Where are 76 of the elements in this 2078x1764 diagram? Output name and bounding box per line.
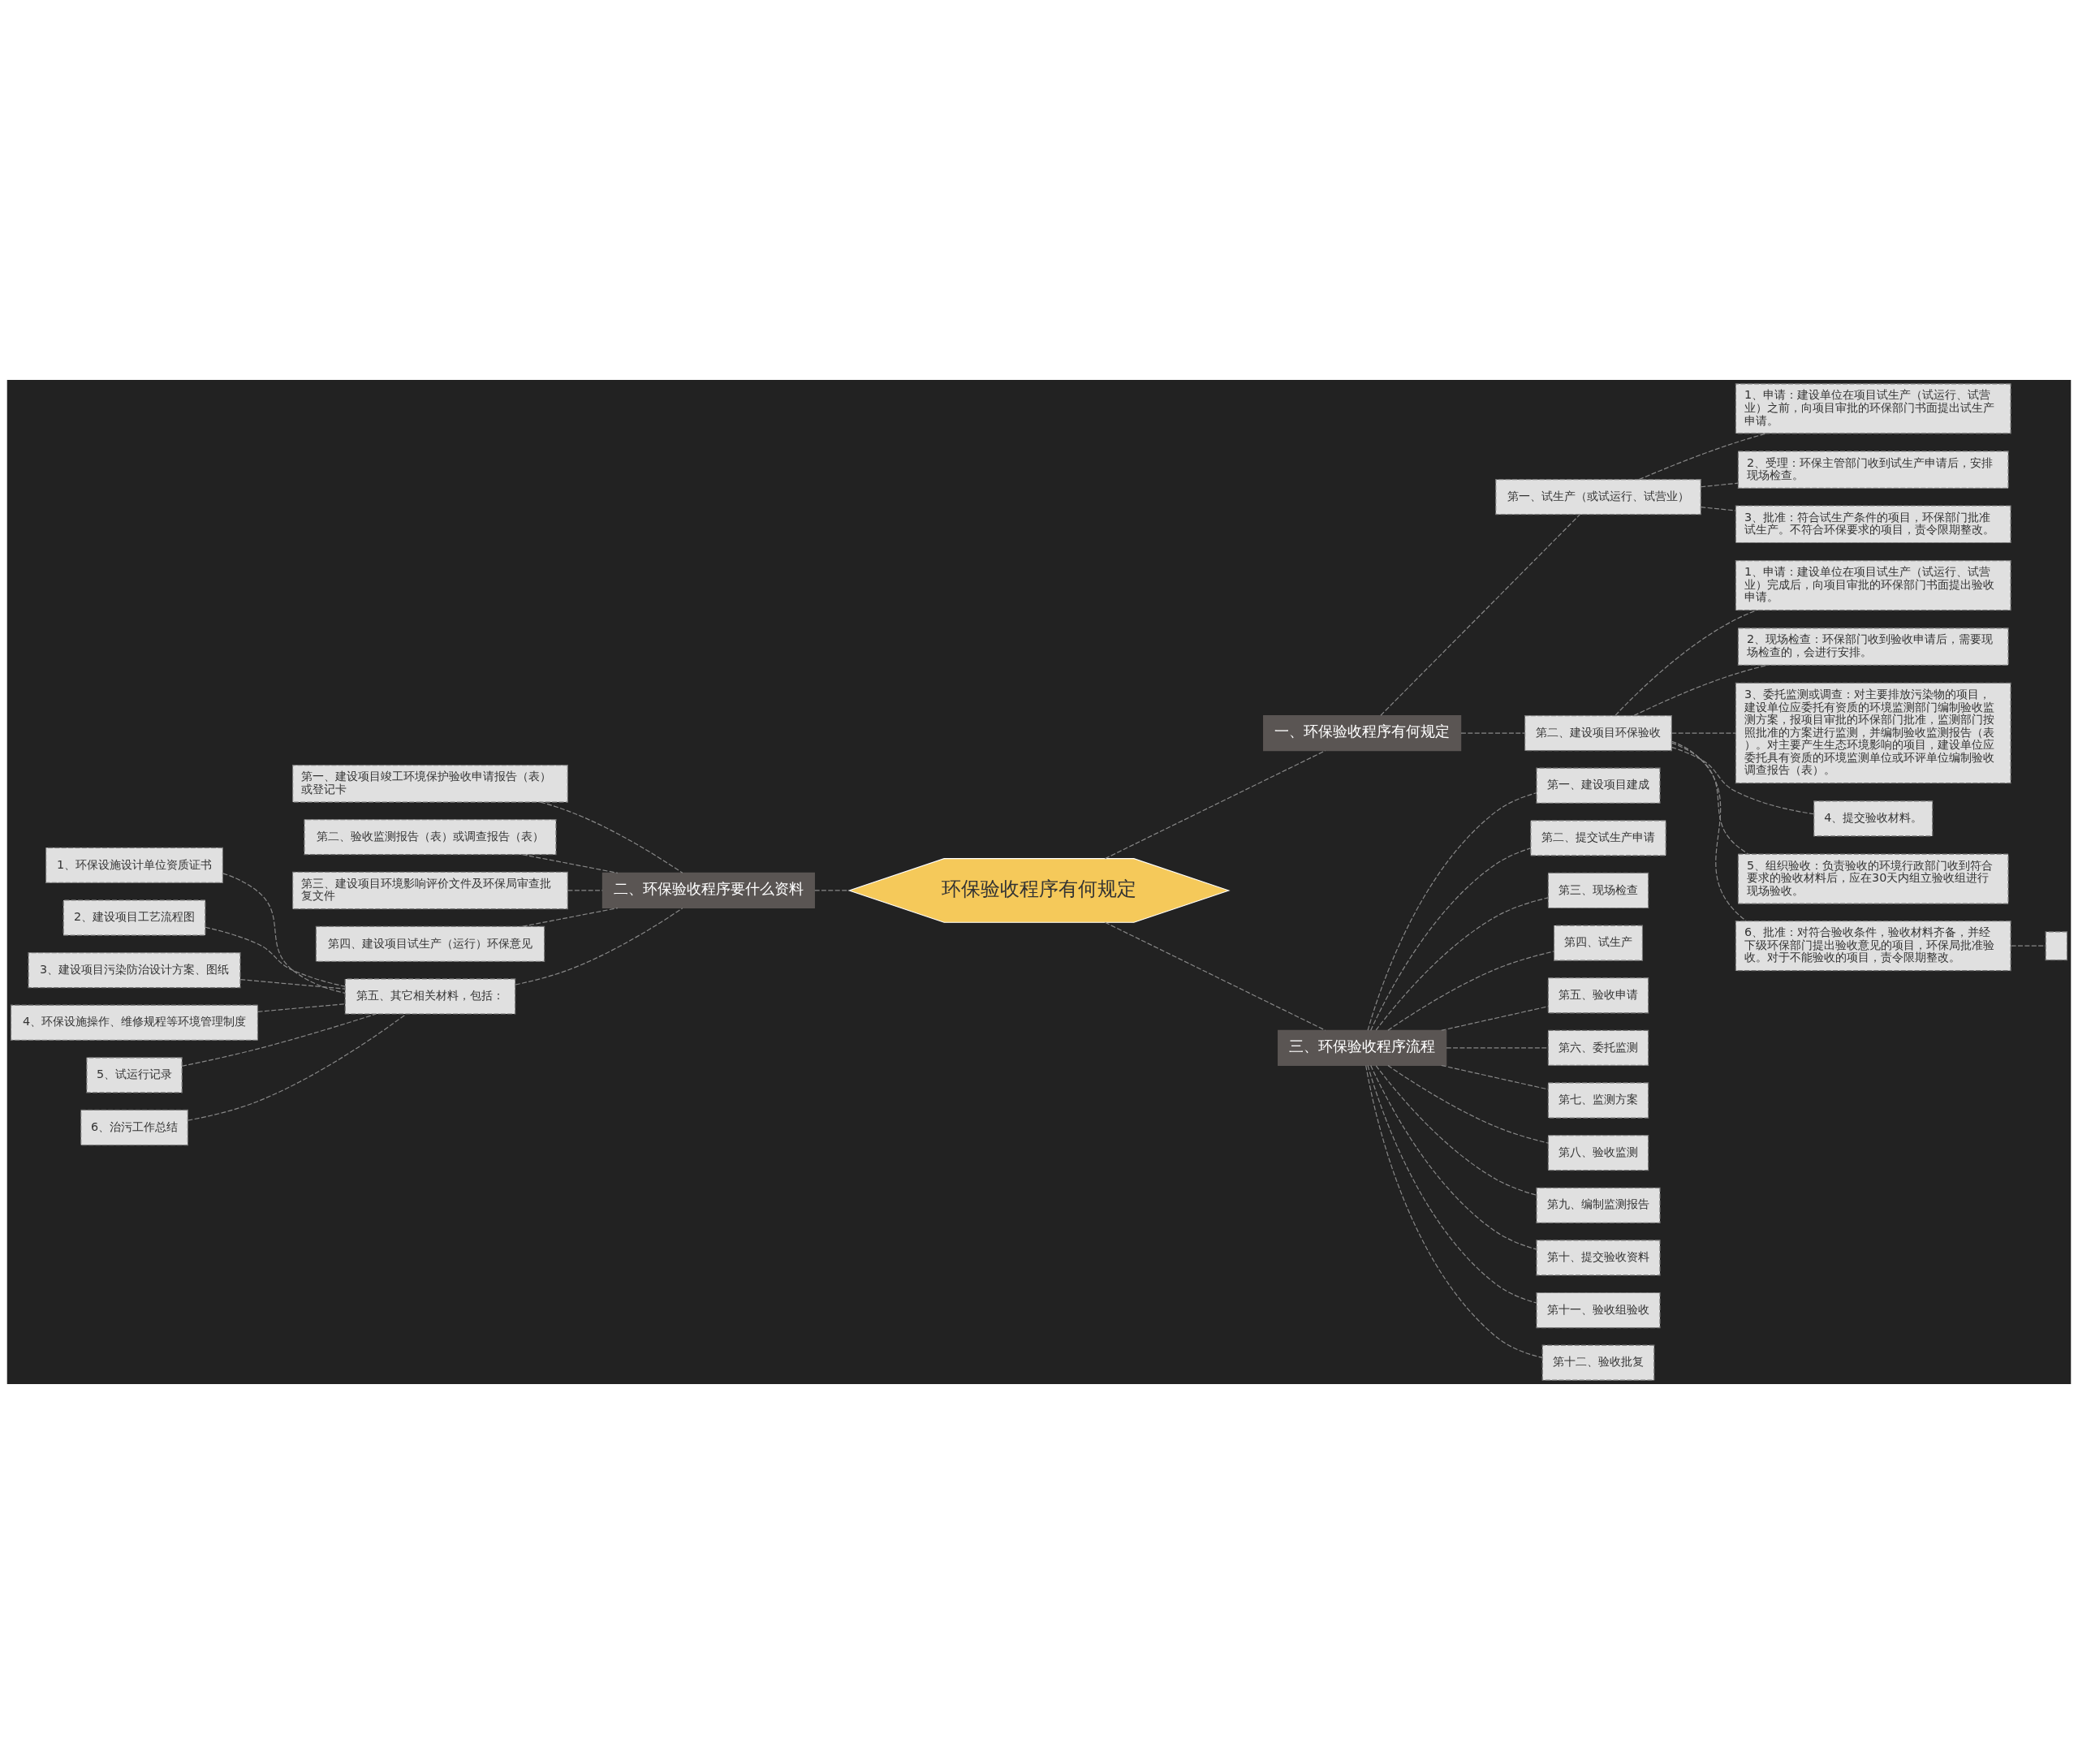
connector xyxy=(1633,664,1768,716)
connector xyxy=(1441,1006,1549,1031)
node-box: 第九、编制监测报告 xyxy=(1536,1187,1661,1223)
connector xyxy=(1671,746,1815,815)
connector xyxy=(1700,507,1736,511)
connector xyxy=(181,1013,377,1067)
connector xyxy=(522,907,619,927)
connector xyxy=(1104,750,1326,860)
node-box: 第七、监测方案 xyxy=(1547,1082,1649,1119)
connector xyxy=(1615,610,1757,716)
connector xyxy=(515,908,683,986)
connector xyxy=(1375,1065,1537,1196)
node-box: 6、治污工作总结 xyxy=(80,1109,188,1146)
connector xyxy=(1460,732,1525,734)
connector xyxy=(205,926,346,987)
node-box: 2、受理：环保主管部门收到试生产申请后，安排现场检查。 xyxy=(1737,451,2009,490)
node-box: 第二、建设项目环保验收 xyxy=(1524,714,1672,752)
node-box: 1、环保设施设计单位资质证书 xyxy=(45,847,224,883)
node-box: 第一、建设项目竣工环境保护验收申请报告（表）或登记卡 xyxy=(292,764,568,803)
connector xyxy=(1671,740,1747,922)
connector xyxy=(188,1013,407,1121)
node-box: 第四、建设项目试生产（运行）环保意见 xyxy=(315,925,545,962)
node-box: 第五、验收申请 xyxy=(1547,977,1649,1014)
node-box: 二、环保验收程序要什么资料 xyxy=(601,872,815,909)
connector xyxy=(239,979,346,990)
connector xyxy=(1671,732,1736,734)
connector xyxy=(1104,921,1326,1031)
connector xyxy=(1387,1065,1549,1144)
node-box: 3、委托监测或调查：对主要排放污染物的项目，建设单位应委托有资质的环境监测部门编制验收监测方案，报项目审批的环保部门批准，监测部门按照批准的方案进行监测，并编制验收监测报告（表）。对主要产生生态环境影响的项目，建设单位应委托具有资质的环境监测单位或环评单位编制验收调查报告（表）。 xyxy=(1735,682,2011,784)
node-box: 第一、建设项目建成 xyxy=(1536,767,1661,804)
node-box: 第六、委托监测 xyxy=(1547,1029,1649,1066)
node-box: 2、现场检查：环保部门收到验收申请后，需要现场检查的，会进行安排。 xyxy=(1737,628,2009,666)
connector xyxy=(1387,951,1554,1031)
node-box: 第十一、验收组验收 xyxy=(1536,1292,1661,1329)
connector xyxy=(1671,742,1749,855)
connector xyxy=(1380,514,1580,716)
node-box: 1、申请：建设单位在项目试生产（试运行、试营业）完成后，向项目审批的环保部门书面提出验收申请。 xyxy=(1735,560,2011,611)
connector xyxy=(2010,945,2046,947)
node-box: 3、建设项目污染防治设计方案、图纸 xyxy=(28,951,241,989)
connector xyxy=(567,890,603,891)
connector xyxy=(1375,897,1549,1031)
connector xyxy=(1365,1065,1543,1358)
node-box: 5、组织验收：负责验收的环境行政部门收到符合要求的验收材料后，应在30天内组立验收组进行现场验收。 xyxy=(1737,853,2009,904)
node-box: 4、提交验收材料。 xyxy=(1813,800,1934,837)
connector xyxy=(1370,847,1532,1031)
connector xyxy=(257,1003,346,1012)
node-box: 一、环保验收程序有何规定 xyxy=(1263,714,1462,752)
node-box: 第三、现场检查 xyxy=(1547,872,1649,909)
node-box: 1、申请：建设单位在项目试生产（试运行、试营业）之前，向项目审批的环保部门书面提出试生产申请。 xyxy=(1735,383,2011,434)
node-box: 2、建设项目工艺流程图 xyxy=(63,899,206,936)
connector xyxy=(1370,1064,1537,1250)
connector xyxy=(1446,1047,1549,1049)
connector xyxy=(1700,482,1739,488)
node-box: 三、环保验收程序流程 xyxy=(1278,1029,1447,1066)
node-box: 第二、提交试生产申请 xyxy=(1530,820,1666,856)
connector xyxy=(1367,1065,1537,1304)
node-box: 第十二、验收批复 xyxy=(1541,1344,1655,1381)
node-box: 第三、建设项目环境影响评价文件及环保局审查批复文件 xyxy=(292,871,568,910)
node-box: 第四、试生产 xyxy=(1553,925,1644,961)
node-box: 6、批准：对符合验收条件，验收材料齐备，并经下级环保部门提出验收意见的项目，环保局批准验收。对于不能验收的项目，责令限期整改。 xyxy=(1735,921,2011,972)
connector xyxy=(814,890,850,891)
connector xyxy=(1367,792,1537,1031)
node-box: 第二、验收监测报告（表）或调查报告（表） xyxy=(304,819,557,856)
connector xyxy=(522,854,619,873)
connector xyxy=(540,801,683,873)
node-box: 5、试运行记录 xyxy=(86,1057,183,1093)
node-box: 第十、提交验收资料 xyxy=(1536,1240,1661,1276)
node-box xyxy=(2045,931,2068,961)
connector xyxy=(222,873,346,994)
node-box: 3、批准：符合试生产条件的项目，环保部门批准试生产。不符合环保要求的项目，责令限期整改。 xyxy=(1735,505,2011,544)
node-box: 第一、试生产（或试运行、试营业） xyxy=(1495,479,1701,515)
node-box: 4、环保设施操作、维修规程等环境管理制度 xyxy=(10,1004,259,1041)
connector xyxy=(1441,1064,1549,1090)
connector xyxy=(1638,433,1767,481)
node-box: 第五、其它相关材料，包括： xyxy=(344,978,516,1015)
node-box: 第八、验收监测 xyxy=(1547,1135,1649,1171)
